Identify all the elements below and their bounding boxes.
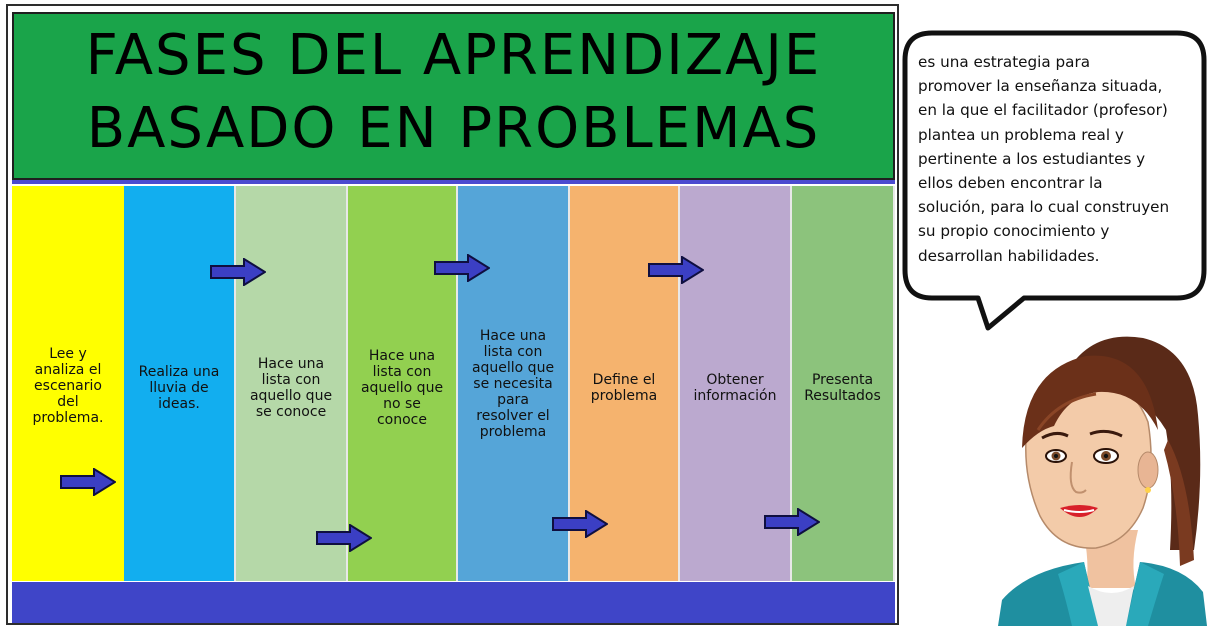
right-arrow-icon [434,254,490,282]
speech-bubble [902,30,1207,331]
speech-bubble-text: es una estrategia para promover la enseñ… [918,53,1170,265]
right-arrow-icon [648,256,704,284]
phase-column-1: Lee y analiza el escenario del problema. [12,186,126,581]
right-arrow-icon [764,508,820,536]
right-arrow-icon [60,468,116,496]
phase-column-4: Hace una lista con aquello que no se con… [348,186,458,581]
title-line-1: FASES DEL APRENDIZAJE [85,23,822,88]
phase-column-5: Hace una lista con aquello que se necesi… [458,186,570,581]
title-line-2: BASADO EN PROBLEMAS [86,96,821,161]
phase-label-1: Lee y analiza el escenario del problema. [32,346,104,426]
divider-line [12,180,895,184]
phase-label-3: Hace una lista con aquello que se conoce [249,356,333,420]
phase-label-7: Obtener información [693,372,777,404]
footer-band [12,582,895,623]
right-arrow-icon [316,524,372,552]
phase-label-8: Presenta Resultados [804,372,881,404]
infographic-board: FASES DEL APRENDIZAJE BASADO EN PROBLEMA… [6,4,899,625]
phase-label-6: Define el problema [590,372,658,404]
phase-column-2: Realiza una lluvia de ideas. [124,186,236,581]
woman-presenter-illustration [998,336,1207,626]
phase-label-4: Hace una lista con aquello que no se con… [360,348,444,428]
phase-label-5: Hace una lista con aquello que se necesi… [471,328,555,440]
right-arrow-icon [210,258,266,286]
phase-label-2: Realiza una lluvia de ideas. [138,364,220,412]
phase-column-3: Hace una lista con aquello que se conoce [236,186,348,581]
right-arrow-icon [552,510,608,538]
title-band: FASES DEL APRENDIZAJE BASADO EN PROBLEMA… [12,12,895,180]
